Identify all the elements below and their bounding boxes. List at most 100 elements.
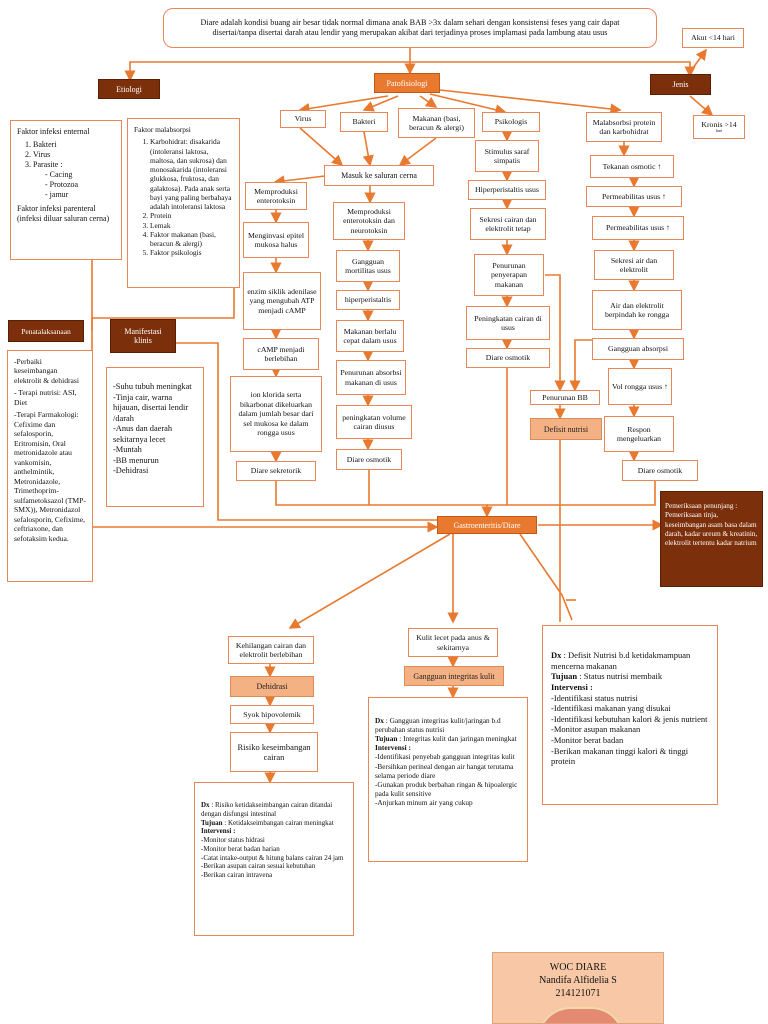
jenis-kronis: Kronis >14 hari bbox=[693, 115, 745, 139]
etiologi-malabsorpsi-panel: Faktor malabsorpsi Karbohidrat: disakari… bbox=[127, 118, 240, 288]
dx2-dx-text: : Gangguan integritas kulit/jaringan b.d… bbox=[375, 716, 501, 735]
cause-bakteri: Bakteri bbox=[340, 112, 388, 132]
cover-name: Nandifa Alfidelia S bbox=[539, 975, 617, 986]
etiologi-header: Etiologi bbox=[98, 79, 160, 99]
col4-step: Gangguan absorpsi bbox=[592, 338, 684, 360]
malabsorpsi-item: Protein bbox=[150, 211, 233, 220]
col3-step: Hiperperistaltis usus bbox=[468, 180, 546, 200]
cause-virus: Virus bbox=[280, 110, 326, 128]
dx1-tujuan-text: : Ketidakseimbangan cairan meningkat bbox=[224, 818, 334, 827]
infeksi-list: Bakteri Virus Parasite : Cacing Protozoa… bbox=[17, 140, 115, 200]
infeksi-parenteral: Faktor infeksi parenteral (infeksi dilua… bbox=[17, 204, 110, 223]
risiko-keseimbangan: Risiko keseimbangan cairan bbox=[230, 732, 318, 772]
manifestasi-item: -Dehidrasi bbox=[113, 466, 149, 475]
parasite-item: Protozoa bbox=[45, 180, 115, 190]
dx2-dx: Dx : Gangguan integritas kulit/jaringan … bbox=[375, 716, 521, 734]
gastroenteritis-node: Gastroenteritis/Diare bbox=[437, 516, 537, 534]
malabsorpsi-item: Faktor psikologis bbox=[150, 248, 233, 257]
dx3-dx: Dx : Defisit Nutrisi b.d ketidakmampuan … bbox=[551, 650, 709, 671]
cover-nim: 214121071 bbox=[555, 988, 601, 999]
malabsorpsi-item: Karbohidrat: disakarida (intoleransi lak… bbox=[150, 137, 233, 211]
dx3-dx-label: Dx bbox=[551, 650, 562, 660]
dx1-item: -Catat intake-output & hitung balans cai… bbox=[201, 853, 344, 862]
dx2-intervensi-label: Intervensi : bbox=[375, 743, 411, 753]
dx3-panel: Dx : Defisit Nutrisi b.d ketidakmampuan … bbox=[542, 625, 718, 805]
cover-illustration bbox=[537, 1007, 625, 1023]
dx1-dx-label: Dx bbox=[201, 801, 210, 809]
parasite-list: Cacing Protozoa jamur bbox=[33, 170, 115, 200]
cause-psikologis: Psikologis bbox=[482, 112, 540, 132]
col3-diare-osmotik: Diare osmotik bbox=[466, 348, 550, 368]
col1-step: ion klorida serta bikarbonat dikeluarkan… bbox=[230, 376, 322, 452]
cover-card: WOC DIARE Nandifa Alfidelia S 214121071 bbox=[492, 952, 664, 1024]
col1-step: cAMP menjadi berlebihan bbox=[243, 338, 319, 370]
cause-makanan: Makanan (basi, beracun & alergi) bbox=[398, 108, 475, 138]
col3-step: Penurunan penyerapan makanan bbox=[474, 254, 544, 296]
col2-step: Gangguan mortilitas usus bbox=[336, 250, 400, 282]
malabsorpsi-title: Faktor malabsorpsi bbox=[134, 125, 191, 134]
dx3-tujuan: Tujuan : Status nutrisi membaik bbox=[551, 671, 709, 682]
col4-step: Permeabilitas usus ↑ bbox=[586, 186, 682, 207]
dx1-panel: Dx : Risiko ketidakseimbangan cairan dit… bbox=[194, 782, 354, 936]
masuk-saluran-cerna: Masuk ke saluran cerna bbox=[324, 165, 434, 186]
dx3-dx-text: : Defisit Nutrisi b.d ketidakmampuan men… bbox=[551, 650, 691, 671]
manifestasi-header: Manifestasi klinis bbox=[110, 319, 176, 353]
col2-step: peningkatan volume cairan diusus bbox=[336, 405, 412, 439]
col4-step: Respon mengeluarkan bbox=[604, 416, 674, 452]
dx3-item: -Identifikasi kebutuhan kalori & jenis n… bbox=[551, 713, 708, 724]
infeksi-item: Bakteri bbox=[33, 140, 115, 150]
col4-step: Tekanan osmotic ↑ bbox=[590, 155, 674, 178]
dx2-item: -Bersihkan perineal dengan air hangat te… bbox=[375, 761, 514, 780]
dx3-item: -Monitor berat badan bbox=[551, 735, 624, 745]
infeksi-title: Faktor infeksi enternal bbox=[17, 127, 90, 136]
col4-step: Air dan elektrolit berpindah ke rongga bbox=[592, 290, 682, 330]
manifestasi-item: -Anus dan daerah sekitarnya lecet bbox=[113, 424, 173, 444]
dx1-item: -Berikan asupan cairan sesuai kebutuhan bbox=[201, 862, 316, 871]
col4-step: Vol rongga usus ↑ bbox=[608, 368, 672, 405]
infeksi-item-label: Parasite : bbox=[33, 160, 63, 169]
col1-step: Menginvasi epitel mukosa halus bbox=[243, 222, 309, 258]
kehilangan-cairan: Kehilangan cairan dan elektrolit berlebi… bbox=[228, 636, 314, 664]
dx2-item: -Gunakan produk berbahan ringan & hipoal… bbox=[375, 779, 518, 798]
jenis-akut: Akut <14 hari bbox=[682, 28, 744, 48]
dx1-dx: Dx : Risiko ketidakseimbangan cairan dit… bbox=[201, 801, 347, 819]
dx2-item: -Anjurkan minum air yang cukup bbox=[375, 797, 473, 807]
cover-title: WOC DIARE bbox=[549, 962, 607, 973]
manifestasi-panel: -Suhu tubuh meningkat -Tinja cair, warna… bbox=[106, 367, 204, 507]
penatalaksanaan-panel: -Perbaiki keseimbangan elektrolit & dehi… bbox=[7, 350, 93, 582]
dx2-item: -Identifikasi penyebab gangguan integrit… bbox=[375, 752, 515, 762]
malabsorpsi-item: Lemak bbox=[150, 221, 233, 230]
dx1-item: -Monitor status hidrasi bbox=[201, 836, 265, 844]
dx3-item: -Monitor asupan makanan bbox=[551, 724, 641, 735]
col2-diare-osmotik: Diare osmotik bbox=[336, 449, 402, 470]
jenis-header: Jenis bbox=[650, 74, 711, 95]
dx3-item: -Identifikasi makanan yang disukai bbox=[551, 703, 671, 714]
parasite-item: Cacing bbox=[45, 170, 115, 180]
col1-step: enzim siklik adenilase yang mengubah ATP… bbox=[243, 272, 321, 330]
malabsorpsi-item: Faktor makanan (basi, beracun & alergi) bbox=[150, 230, 233, 249]
dx3-item: -Identifikasi status nutrisi bbox=[551, 692, 638, 703]
manifestasi-item: -Suhu tubuh meningkat bbox=[113, 382, 192, 391]
dehidrasi-node: Dehidrasi bbox=[230, 676, 314, 697]
dx2-dx-label: Dx bbox=[375, 716, 384, 725]
dx3-tujuan-label: Tujuan bbox=[551, 671, 578, 682]
col3-step: Peningkatan cairan di usus bbox=[466, 306, 550, 340]
patofisiologi-header: Patofisiologi bbox=[374, 73, 440, 93]
penatalaksanaan-header: Penatalaksanaan bbox=[8, 320, 84, 342]
dx3-intervensi-label: Intervensi : bbox=[551, 681, 593, 692]
dx3-intervensi-text: Intervensi bbox=[551, 681, 588, 692]
etiologi-infeksi-panel: Faktor infeksi enternal Bakteri Virus Pa… bbox=[10, 120, 122, 260]
dx1-tujuan: Tujuan : Ketidakseimbangan cairan mening… bbox=[201, 819, 347, 828]
dx1-item: -Berikan cairan intravena bbox=[201, 871, 273, 879]
manifestasi-item: -BB menurun bbox=[113, 455, 159, 465]
dx3-item: -Berikan makanan tinggi kalori & tinggi … bbox=[551, 745, 689, 767]
penatalaksanaan-line: - Terapi nutrisi: ASI, Diet bbox=[14, 388, 77, 407]
parasite-item: jamur bbox=[45, 190, 115, 200]
col4-step: Sekresi air dan elektrolit bbox=[594, 250, 674, 280]
col4-step: Permeabilitas usus ↑ bbox=[592, 216, 684, 240]
dx1-intervensi-label: Intervensi : bbox=[201, 827, 236, 836]
dx2-tujuan-label: Tujuan bbox=[375, 734, 398, 744]
col2-step: Penurunan absorbsi makanan di usus bbox=[336, 360, 406, 395]
malabsorpsi-list: Karbohidrat: disakarida (intoleransi lak… bbox=[134, 137, 233, 257]
penatalaksanaan-line: -Perbaiki keseimbangan elektrolit & dehi… bbox=[14, 357, 79, 385]
